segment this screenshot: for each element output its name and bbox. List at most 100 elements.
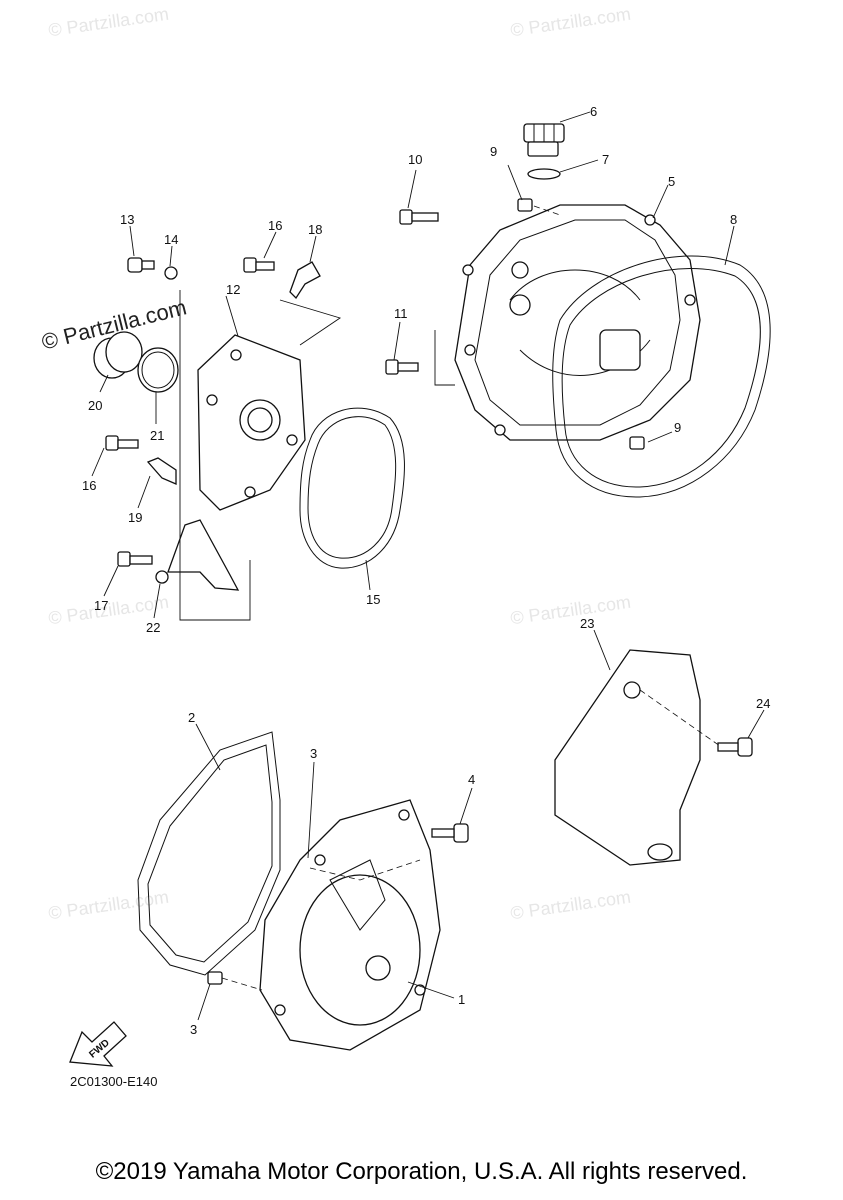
leader-line [559,111,591,123]
alignment-line [533,205,561,216]
callout-10: 10 [408,152,422,167]
leader-line [195,723,221,771]
callout-22: 22 [146,620,160,635]
leader-line [647,431,673,443]
leader-line [169,245,173,267]
part-24-bolt [737,737,753,757]
leader-line [652,184,669,219]
callout-24: 24 [756,696,770,711]
part-16-bolt [243,257,257,273]
part-13-bolt-shank [141,260,155,270]
part-17-bolt-shank [129,555,153,565]
callout-19: 19 [128,510,142,525]
callout-15: 15 [366,592,380,607]
part-23-outlet [647,843,673,861]
part-20-plug [93,331,143,379]
part-12-cover [197,334,306,511]
leader-line [407,981,455,999]
copyright-notice: ©2019 Yamaha Motor Corporation, U.S.A. A… [95,1158,748,1185]
callout-14: 14 [164,232,178,247]
leader-line [103,565,119,597]
part-15-gasket-inner [307,416,397,559]
part-4-bolt-shank [431,828,455,838]
callout-8: 8 [730,212,737,227]
callout-9: 9 [490,144,497,159]
leader-line [559,159,599,173]
leader-line [459,787,473,825]
callout-9: 9 [674,420,681,435]
part-8-gasket [552,255,771,498]
leader-line [225,295,239,337]
leader-line [307,761,315,859]
leader-line [99,374,109,393]
part-14-washer [164,266,178,280]
part-6-oil-filler-cap [523,123,565,157]
leader-line [393,321,401,361]
leader-line [593,629,611,671]
alignment-line [639,689,721,747]
part-17-bolt [117,551,131,567]
callout-18: 18 [308,222,322,237]
leader-line [507,164,523,201]
part-16-bolt-shank [117,439,139,449]
callout-20: 20 [88,398,102,413]
part-23-boss [623,681,641,699]
part-1-generator-cover [259,799,441,1051]
part-9-dowel-pin [517,198,533,212]
leader-line [724,225,735,266]
callout-16: 16 [268,218,282,233]
part-5-crankcase-cover [454,204,701,441]
leader-line [137,475,151,509]
bracket [167,519,240,591]
leader-line [197,983,211,1021]
fwd-arrow [69,1021,127,1067]
callout-2: 2 [188,710,195,725]
part-22-washer [155,570,169,584]
part-21-o-ring-inner [141,351,175,389]
alignment-line [221,977,263,991]
leader-line [153,583,161,619]
part-24-bolt-shank [717,742,739,752]
part-4-bolt [453,823,469,843]
callout-21: 21 [150,428,164,443]
leader-line [91,447,105,477]
callout-4: 4 [468,772,475,787]
reference-line [179,290,251,621]
part-2-gasket-inner [147,744,273,963]
part-3-dowel-pin [207,971,223,985]
reference-line [434,330,455,386]
callout-5: 5 [668,174,675,189]
callout-3: 3 [310,746,317,761]
callout-3: 3 [190,1022,197,1037]
part-13-bolt [127,257,143,273]
callout-13: 13 [120,212,134,227]
callout-23: 23 [580,616,594,631]
callout-1: 1 [458,992,465,1007]
part-15-gasket [299,407,405,569]
part-9-dowel-pin [629,436,645,450]
callout-17: 17 [94,598,108,613]
leader-line [263,231,277,259]
leader-line [407,169,417,209]
part-16-bolt [105,435,119,451]
leader-line [365,559,371,591]
part-8-gasket-inner [561,268,761,488]
part-10-bolt [399,209,439,225]
callout-12: 12 [226,282,240,297]
part-7-o-ring [527,168,561,180]
part-18-clamp [289,261,321,300]
part-21-o-ring [137,347,179,393]
leader-line [747,709,765,739]
leader-line [309,235,317,263]
callout-16: 16 [82,478,96,493]
part-16-bolt-shank [255,261,275,271]
callout-7: 7 [602,152,609,167]
callout-6: 6 [590,104,597,119]
alignment-line [309,859,421,881]
callout-11: 11 [394,306,408,321]
part-2-gasket [137,731,281,976]
part-11-bolt [385,359,419,375]
reference-line [279,299,342,346]
part-19-clamp [146,457,177,485]
